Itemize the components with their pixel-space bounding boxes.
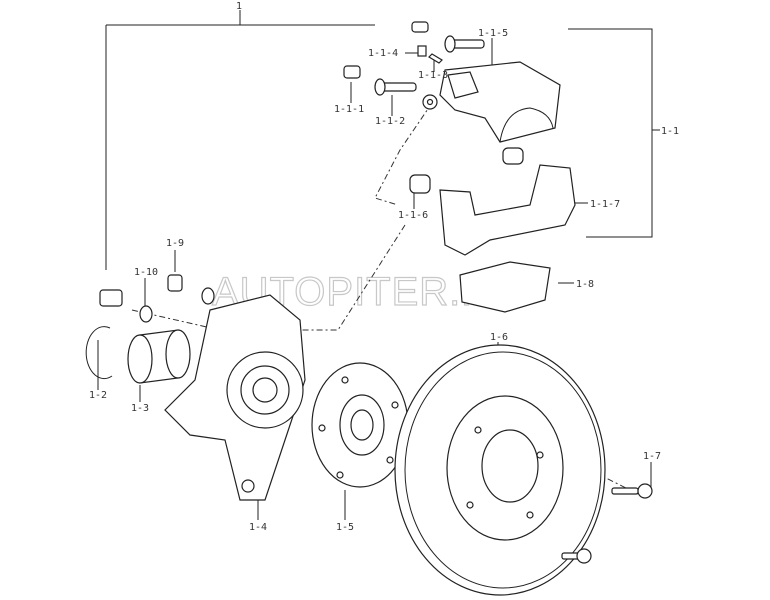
- wheel-hub: [311, 362, 409, 488]
- caliper-bracket: [439, 164, 576, 256]
- brake-pads: [459, 261, 551, 313]
- label-1-6: 1-6: [490, 332, 508, 343]
- steering-knuckle: [164, 294, 306, 501]
- label-1-1: 1-1: [661, 126, 679, 137]
- label-1-1-7: 1-1-7: [590, 199, 620, 210]
- bolt-upper: [411, 21, 429, 33]
- clip: [428, 53, 443, 64]
- label-1-3: 1-3: [131, 403, 149, 414]
- wheel-bearing: [127, 329, 191, 384]
- bolt-1-9: [167, 274, 183, 292]
- label-1-8: 1-8: [576, 279, 594, 290]
- label-1-1-1: 1-1-1: [334, 104, 364, 115]
- boot-lower: [409, 174, 431, 194]
- label-1-7: 1-7: [643, 451, 661, 462]
- label-1-1-2: 1-1-2: [375, 116, 405, 127]
- label-1-10: 1-10: [134, 267, 158, 278]
- bolt-left: [99, 289, 123, 307]
- label-1-9: 1-9: [166, 238, 184, 249]
- label-1-1-5: 1-1-5: [478, 28, 508, 39]
- boot-upper: [502, 147, 524, 165]
- guide-pin-upper: [444, 35, 485, 53]
- disc-screw: [561, 483, 653, 564]
- brake-disc: [394, 344, 606, 596]
- label-1-5: 1-5: [336, 522, 354, 533]
- washer-1-10: [139, 305, 153, 323]
- bolt-small: [201, 287, 215, 305]
- bolt-lower: [343, 65, 361, 79]
- label-1-1-6: 1-1-6: [398, 210, 428, 221]
- label-1: 1: [236, 1, 242, 12]
- caliper-body: [422, 61, 561, 143]
- label-1-1-3: 1-1-3: [418, 70, 448, 81]
- label-1-1-4: 1-1-4: [368, 48, 398, 59]
- bleeder-screw: [417, 45, 427, 57]
- label-1-2: 1-2: [89, 390, 107, 401]
- guide-pin-lower: [374, 78, 417, 96]
- label-1-4: 1-4: [249, 522, 267, 533]
- snap-ring: [85, 326, 113, 380]
- part-labels: 1 1-1-5 1-1-4 1-1-3 1-1-1 1-1-2 1-1 1-1-…: [89, 1, 679, 533]
